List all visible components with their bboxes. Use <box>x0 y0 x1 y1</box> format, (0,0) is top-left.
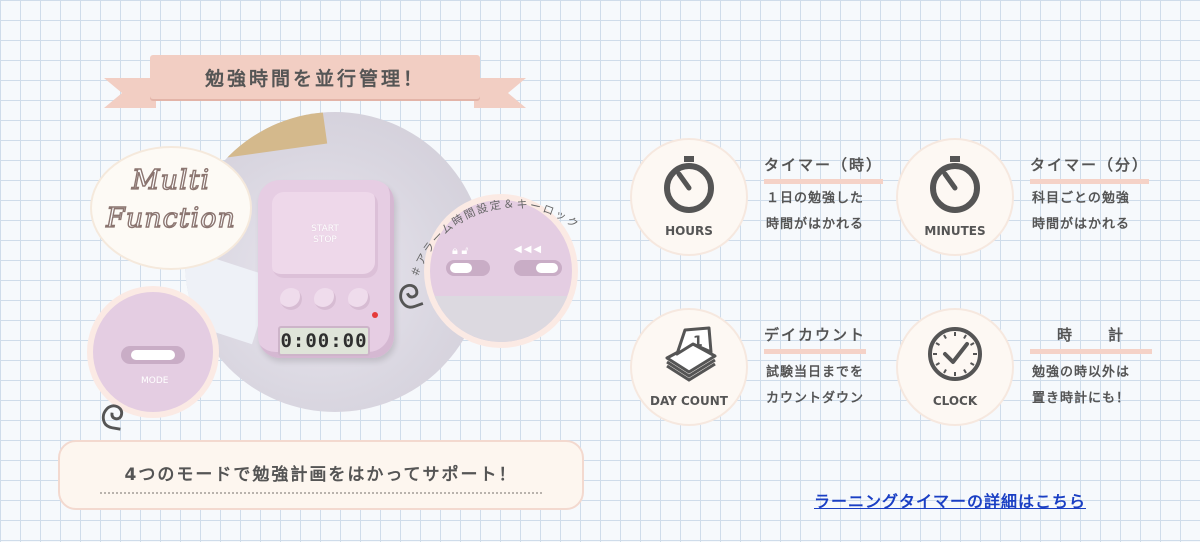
desc-line: 置き時計にも！ <box>1032 391 1131 406</box>
mode-label: MODE <box>141 376 169 386</box>
headline-banner: 勉強時間を並行管理！ <box>150 55 480 99</box>
support-callout: 4つのモードで勉強計画をはかってサポート！ <box>58 440 584 510</box>
desc-line: 時間がはかれる <box>766 217 865 232</box>
device-button-3 <box>348 288 370 310</box>
desc-line: 科目ごとの勉強 <box>1032 191 1130 206</box>
feature-clock-title: 時 計 <box>1030 324 1152 354</box>
device-edge <box>430 296 572 342</box>
desc-line: カウントダウン <box>766 391 865 406</box>
desc-line: 時間がはかれる <box>1032 217 1131 232</box>
multi-text: Multi <box>131 164 211 196</box>
start-label: START <box>311 224 339 234</box>
svg-text:＃アラーム時間設定＆キーロック: ＃アラーム時間設定＆キーロック <box>408 197 582 279</box>
lock-icon: 🔒︎ 🔓︎ <box>452 244 469 257</box>
banner-tail-right <box>474 78 526 108</box>
feature-clock-desc: 勉強の時以外は 置き時計にも！ <box>1032 360 1130 412</box>
stopwatch-icon <box>930 156 980 213</box>
mode-switch-zoom: MODE <box>93 292 213 412</box>
feature-minutes-label: MINUTES <box>924 224 986 238</box>
feature-hours-label: HOURS <box>665 224 713 238</box>
support-text: 4つのモードで勉強計画をはかってサポート！ <box>124 465 518 485</box>
lcd-display: 0:00:00 <box>278 326 370 356</box>
device-button-2 <box>314 288 336 310</box>
banner-tail-left <box>104 78 156 108</box>
feature-hours-desc: １日の勉強した 時間がはかれる <box>766 186 864 238</box>
feature-daycount-badge: 1 DAY COUNT <box>632 310 746 424</box>
desc-line: １日の勉強した <box>766 191 865 206</box>
speech-bubble <box>92 148 250 268</box>
feature-daycount-label: DAY COUNT <box>650 394 728 408</box>
feature-hours-badge: HOURS <box>632 140 746 254</box>
feature-minutes-desc: 科目ごとの勉強 時間がはかれる <box>1032 186 1130 238</box>
multi-function-logo: Multi Function <box>92 162 250 238</box>
book-image <box>202 112 328 161</box>
device-button-1 <box>280 288 302 310</box>
lock-switch-zoom: 🔒︎ 🔓︎ ◀◀◀ <box>430 200 572 342</box>
feature-minutes-title: タイマー（分） <box>1030 154 1150 184</box>
feature-minutes-badge: MINUTES <box>898 140 1012 254</box>
calendar-icon: 1 <box>665 326 717 382</box>
arc-caption-text: ＃アラーム時間設定＆キーロック <box>408 197 580 279</box>
clock-icon <box>928 327 982 381</box>
feature-daycount-title: デイカウント <box>764 324 867 354</box>
stopwatch-icon <box>664 156 714 213</box>
volume-icon: ◀◀◀ <box>514 244 544 255</box>
feature-clock-label: CLOCK <box>932 394 978 408</box>
calendar-number: 1 <box>693 334 703 350</box>
lock-slider-knob <box>450 263 472 273</box>
feature-daycount-desc: 試験当日までを カウントダウン <box>766 360 864 412</box>
mode-slider-knob <box>131 350 175 360</box>
curl-arrow-icon: ᘓ <box>96 396 128 440</box>
dotted-underline <box>100 492 542 494</box>
learning-timer-device: START STOP 0:00:00 <box>258 180 394 358</box>
start-stop-button-image: START STOP <box>272 192 378 278</box>
feature-hours-title: タイマー（時） <box>764 154 884 184</box>
function-text: Function <box>105 202 236 234</box>
stop-label: STOP <box>313 235 337 245</box>
indicator-led <box>372 312 378 318</box>
volume-slider-knob <box>536 263 558 273</box>
feature-clock-badge: CLOCK <box>898 310 1012 424</box>
alarm-keylock-caption: ＃アラーム時間設定＆キーロック <box>408 197 582 279</box>
desc-line: 試験当日までを <box>766 365 865 380</box>
desc-line: 勉強の時以外は <box>1032 365 1131 380</box>
timer-details-link[interactable]: ラーニングタイマーの詳細はこちら <box>814 492 1087 511</box>
